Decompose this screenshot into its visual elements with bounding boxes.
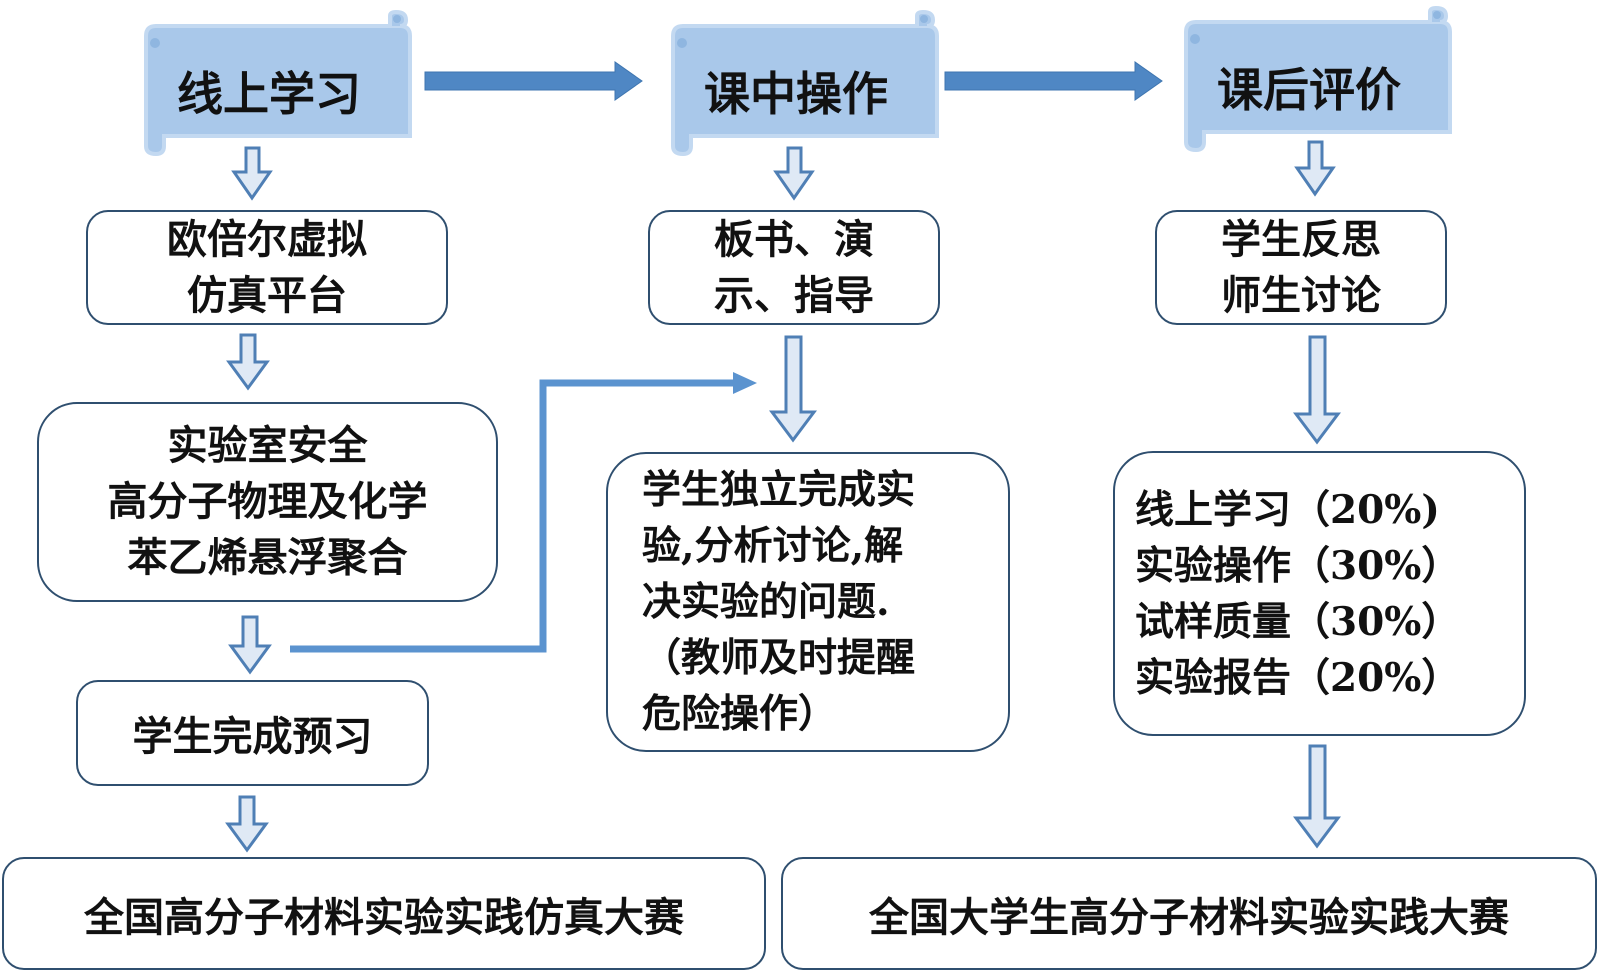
- down-arrow-1: [231, 146, 273, 201]
- stage-banner-inclass: 课中操作: [655, 8, 939, 157]
- topic-line: 苯乙烯悬浮聚合: [127, 534, 408, 581]
- platform-line: 仿真平台: [187, 271, 347, 319]
- down-arrow-2: [226, 333, 270, 391]
- down-arrow-5: [773, 146, 815, 201]
- platform-box: 欧倍尔虚拟 仿真平台: [86, 210, 448, 325]
- simulation-competition-box: 全国高分子材料实验实践仿真大赛: [2, 857, 766, 970]
- stage-title: 线上学习: [177, 67, 361, 121]
- scroll-shape: [1184, 5, 1452, 153]
- weights-box: 线上学习（20%) 实验操作（30%） 试样质量（30%） 实验报告（20%）: [1113, 451, 1526, 736]
- practice-line: 决实验的问题.: [642, 579, 890, 625]
- weight-line: 实验报告（20%）: [1135, 654, 1461, 701]
- topic-line: 高分子物理及化学: [107, 478, 428, 525]
- preview-box: 学生完成预习: [76, 680, 429, 786]
- down-arrow-4: [225, 795, 269, 853]
- weight-line: 线上学习（20%): [1135, 486, 1440, 533]
- topic-line: 实验室安全: [167, 422, 368, 469]
- elbow-connector-head: [733, 372, 757, 394]
- down-arrow-7: [1294, 140, 1336, 197]
- teaching-line: 板书、演: [714, 215, 874, 263]
- practice-line: 验,分析讨论,解: [642, 523, 904, 569]
- teaching-box: 板书、演 示、指导: [648, 210, 940, 325]
- weight-line: 实验操作（30%）: [1135, 542, 1461, 589]
- practice-competition-label: 全国大学生高分子材料实验实践大赛: [869, 893, 1509, 941]
- practice-box: 学生独立完成实 验,分析讨论,解 决实验的问题. （教师及时提醒 危险操作）: [606, 452, 1010, 752]
- reflection-box: 学生反思 师生讨论: [1155, 210, 1447, 325]
- topics-box: 实验室安全 高分子物理及化学 苯乙烯悬浮聚合: [37, 402, 498, 602]
- down-arrow-9: [1293, 744, 1341, 849]
- practice-line: （教师及时提醒: [642, 635, 916, 681]
- arrow-class-to-post: [944, 61, 1163, 101]
- scroll-shape: [144, 9, 412, 157]
- scroll-shape: [671, 9, 939, 157]
- reflection-line: 师生讨论: [1221, 271, 1381, 319]
- platform-line: 欧倍尔虚拟: [167, 215, 367, 263]
- teaching-line: 示、指导: [714, 271, 874, 319]
- weight-line: 试样质量（30%）: [1135, 598, 1461, 645]
- practice-line: 危险操作）: [642, 691, 838, 737]
- elbow-connector: [290, 379, 735, 653]
- practice-competition-box: 全国大学生高分子材料实验实践大赛: [781, 857, 1597, 970]
- arrow-online-to-class: [424, 61, 643, 101]
- simulation-competition-label: 全国高分子材料实验实践仿真大赛: [84, 893, 684, 941]
- down-arrow-8: [1293, 335, 1341, 445]
- down-arrow-6: [769, 335, 817, 443]
- preview-label: 学生完成预习: [132, 713, 373, 760]
- practice-line: 学生独立完成实: [642, 467, 916, 513]
- stage-title: 课中操作: [704, 67, 888, 121]
- stage-title: 课后评价: [1217, 63, 1401, 117]
- stage-banner-online: 线上学习: [128, 8, 412, 157]
- stage-banner-post: 课后评价: [1168, 4, 1452, 153]
- down-arrow-3: [228, 615, 272, 675]
- reflection-line: 学生反思: [1221, 215, 1381, 263]
